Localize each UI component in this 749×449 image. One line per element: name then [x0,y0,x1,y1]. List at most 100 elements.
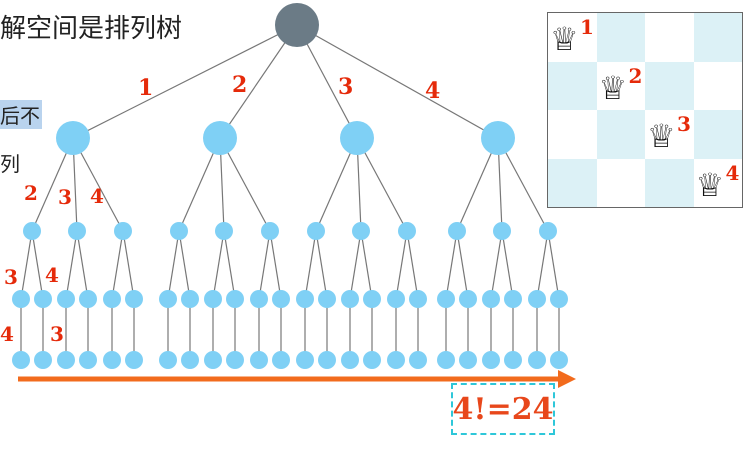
level1-node [203,121,237,155]
tree-edge [178,230,191,300]
level3-node [79,290,97,308]
level2-node [448,222,466,240]
level2-node [352,222,370,240]
queen-number-label: 3 [677,112,691,136]
queen-number-label: 2 [628,63,643,88]
queen-icon: ♕ [695,165,725,204]
tree-nodes [12,3,568,369]
tree-edge [356,137,408,232]
level3-node [12,290,30,308]
tree-edge [111,230,124,300]
board-cell: ♕1 [548,13,597,62]
tree-edges [20,24,560,360]
leaf-node [159,351,177,369]
leaf-node [181,351,199,369]
level2-node [398,222,416,240]
level3-node [363,290,381,308]
leaf-node [482,351,500,369]
tree-edge [349,230,362,300]
level2-node [170,222,188,240]
level3-node [387,290,405,308]
leaf-node [437,351,455,369]
level2-edge-label: 3 [58,185,72,209]
level1-node [340,121,374,155]
level1-edge-label: 3 [338,74,353,100]
tree-edge [406,230,419,300]
tree-edge [490,230,503,300]
tree-edge [269,230,282,300]
level3-node [482,290,500,308]
level3-node [528,290,546,308]
level2-node [23,222,41,240]
tree-edge [445,230,458,300]
tree-edge [547,230,560,300]
level2-node [539,222,557,240]
level2-node [493,222,511,240]
board-cell [596,13,645,62]
tree-edge [72,24,298,139]
queen-number-label: 4 [725,160,740,185]
leaf-node [226,351,244,369]
level2-node [215,222,233,240]
leaf-node [528,351,546,369]
tree-edge [76,230,89,300]
level1-node [481,121,515,155]
board-cell [548,110,597,159]
level3-node [272,290,290,308]
level3-node [204,290,222,308]
leaf-node [363,351,381,369]
tree-edge [501,230,514,300]
level3-edge-label: 4 [45,263,59,287]
tree-edge [219,137,271,232]
queen-icon: ♕ [647,117,676,155]
level3-node [250,290,268,308]
queen-icon: ♕ [550,20,579,58]
level1-edge-label: 1 [138,75,153,101]
level1-node [56,121,90,155]
tree-edge [212,230,225,300]
level3-node [459,290,477,308]
tree-edge [497,137,549,232]
level2-node [261,222,279,240]
board-cell: ♕4 [694,159,743,208]
leaf-node [79,351,97,369]
level2-node [68,222,86,240]
leaf-node [504,351,522,369]
level3-node [125,290,143,308]
tree-edge [258,230,271,300]
tree-edge [31,230,44,300]
tree-edge [456,230,469,300]
tree-edge [304,230,317,300]
board-cell [645,158,694,207]
page-title: 解空间是排列树 [0,14,183,44]
leaf-node [296,351,314,369]
board-cell [597,159,646,208]
leaf-node [341,351,359,369]
level3-node [103,290,121,308]
side-text-2: 列 [0,152,20,176]
board-cell [548,61,597,110]
result-box: 4!=24 [451,383,555,435]
level3-node [318,290,336,308]
board-cell [645,61,694,110]
tree-edge [72,137,124,232]
tree-edge [122,230,135,300]
chess-board: ♕1♕2♕3♕4 [547,12,743,208]
side-text-1: 后不 [0,100,42,129]
leaf-node [125,351,143,369]
level4-edge-label: 3 [50,322,64,346]
level3-node [550,290,568,308]
level3-node [504,290,522,308]
tree-edge [223,230,236,300]
board-cell [693,110,742,159]
level3-node [341,290,359,308]
level2-edge-label: 2 [24,181,38,205]
leaf-node [550,351,568,369]
level3-node [159,290,177,308]
level2-edge-label: 4 [90,184,104,208]
leaf-node [57,351,75,369]
leaf-node [250,351,268,369]
queen-number-label: 1 [580,15,594,39]
